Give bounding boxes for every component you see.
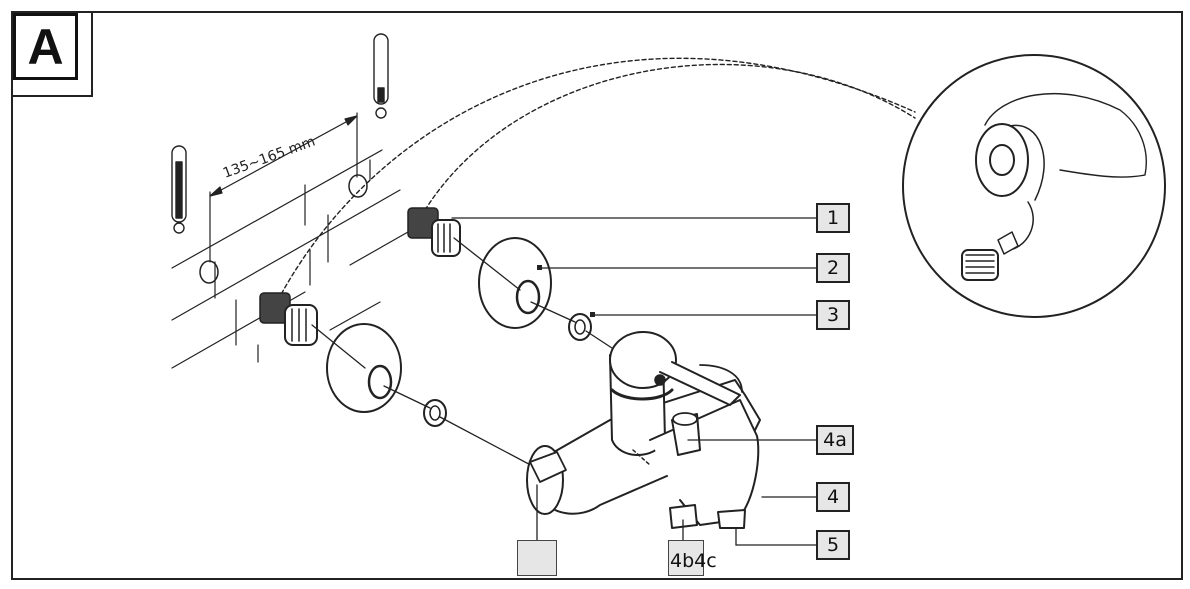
callout-4a: 4a	[816, 425, 854, 455]
callout-3: 3	[816, 300, 850, 330]
diagram-frame	[11, 11, 1183, 580]
callout-1: 1	[816, 203, 850, 233]
callout-2: 2	[816, 253, 850, 283]
callout-4b4c: 4b4c	[670, 550, 717, 572]
teflon-tape-detail	[902, 54, 1166, 318]
eccentric-connector-right	[407, 207, 461, 257]
callout-5: 5	[816, 530, 850, 560]
rosette-right	[478, 237, 552, 329]
assembly-axis-lines	[311, 237, 616, 471]
callout-4: 4	[816, 482, 850, 512]
callout-4b-box	[668, 540, 704, 576]
detail-arcs	[277, 57, 916, 301]
washer-left	[423, 399, 447, 427]
wall-tile-lines	[171, 149, 409, 369]
blank-callout-box	[517, 540, 557, 576]
dimension-line	[209, 112, 358, 263]
eccentric-connector-left	[259, 292, 318, 346]
wall-hole-right	[348, 174, 368, 198]
leader-lines	[451, 217, 817, 546]
washer-right	[568, 313, 592, 341]
section-label: A	[13, 13, 78, 80]
thermometer-hot-icon	[373, 33, 389, 119]
mixer-body	[526, 331, 761, 529]
thermometer-cold-icon	[171, 145, 187, 234]
section-corner-tab	[11, 11, 93, 97]
dimension-text: 135~165 mm	[221, 134, 318, 182]
wall-hole-left	[199, 260, 219, 284]
